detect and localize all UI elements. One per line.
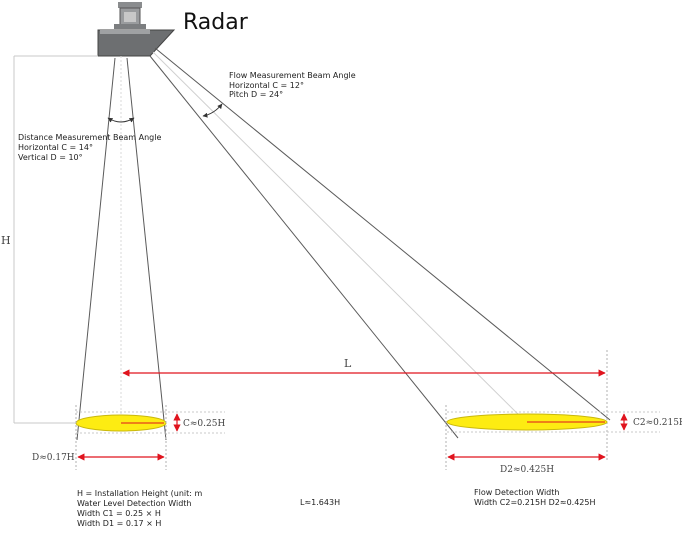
distance-beam-left bbox=[76, 57, 116, 441]
distance-beam-vertical: Vertical D = 10° bbox=[18, 153, 83, 162]
l-value-note: L≈1.643H bbox=[300, 498, 340, 507]
distance-label: L bbox=[344, 357, 352, 370]
height-label: H bbox=[1, 234, 11, 247]
c-right-label: C2≈0.215H bbox=[633, 418, 682, 428]
flow-width-values: Width C2=0.215H D2≈0.425H bbox=[474, 498, 596, 507]
note-line-1: H = Installation Height (unit: m bbox=[77, 489, 203, 498]
distance-angle-arc-icon bbox=[107, 117, 135, 123]
flow-beam-pitch: Pitch D = 24° bbox=[229, 90, 283, 99]
flow-beam-horizontal: Horizontal C = 12° bbox=[229, 81, 304, 90]
radar-device-icon bbox=[97, 2, 176, 57]
c-left-label: C≈0.25H bbox=[183, 419, 225, 429]
note-line-2: Water Level Detection Width bbox=[77, 499, 192, 508]
distance-beam-title: Distance Measurement Beam Angle bbox=[18, 133, 161, 142]
flow-beam-title: Flow Measurement Beam Angle bbox=[229, 71, 356, 80]
right-notes: Flow Detection Width Width C2=0.215H D2≈… bbox=[474, 488, 596, 507]
flow-beam-text: Flow Measurement Beam Angle Horizontal C… bbox=[229, 71, 358, 99]
radar-title: Radar bbox=[183, 10, 249, 35]
flow-width-title: Flow Detection Width bbox=[474, 488, 559, 497]
d-right-label: D2≈0.425H bbox=[500, 465, 554, 475]
flow-angle-arc-icon bbox=[202, 103, 223, 118]
note-line-3: Width C1 = 0.25 × H bbox=[77, 509, 161, 518]
distance-beam-text: Distance Measurement Beam Angle Horizont… bbox=[18, 133, 164, 162]
flow-beam-center bbox=[152, 51, 528, 424]
d-left-label: D≈0.17H bbox=[32, 453, 75, 463]
note-line-4: Width D1 = 0.17 × H bbox=[77, 519, 161, 528]
left-notes: H = Installation Height (unit: m Water L… bbox=[77, 489, 205, 528]
distance-beam-horizontal: Horizontal C = 14° bbox=[18, 143, 93, 152]
flow-beam-upper bbox=[154, 47, 611, 421]
flow-beam-lower bbox=[149, 55, 459, 439]
distance-beam-right bbox=[126, 57, 167, 441]
